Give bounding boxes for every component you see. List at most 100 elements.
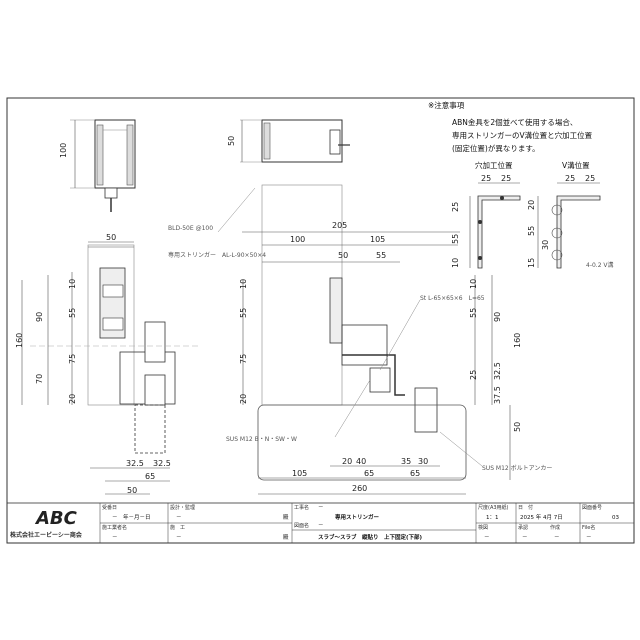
scale-label: 尺度(A3用紙) [478, 504, 509, 511]
dim-left-65: 65 [145, 472, 155, 481]
builder-label: 施 工 [170, 524, 185, 531]
dim-mid-50: 50 [338, 251, 348, 260]
dim-left-325b: 32.5 [153, 459, 171, 468]
v-dim-side-4: 15 [527, 258, 536, 268]
builder-value: － [176, 535, 182, 541]
design-value: － [176, 515, 182, 521]
contractor-value: － [112, 535, 118, 541]
dim-r-55: 55 [469, 308, 478, 318]
dim-mid-55: 55 [376, 251, 386, 260]
dim-b-35: 35 [401, 457, 411, 466]
drawing-no-value: 03 [612, 515, 619, 521]
dim-left-55: 55 [68, 308, 77, 318]
spec-name: スラブ〜スラブ 縦貼り 上下固定(下部) [318, 533, 423, 541]
v-dim-top-1: 25 [565, 174, 575, 183]
design-suffix: 殿 [283, 514, 289, 521]
file-value: － [586, 535, 592, 541]
dim-top-50: 50 [227, 136, 236, 146]
dim-b-105: 105 [292, 469, 307, 478]
order-date-label: 受番日 [102, 504, 117, 511]
label-stringer: 専用ストリンガー AL-L-90×50×4 [168, 251, 266, 259]
contractor-label: 施工業者名 [102, 524, 127, 531]
dim-left-325a: 32.5 [126, 459, 144, 468]
company-name: 株式会社エービーシー商会 [10, 531, 83, 539]
hole-title: 穴加工位置 [475, 160, 513, 170]
dim-left-75: 75 [68, 354, 77, 364]
notes-line2: 専用ストリンガーのV溝位置と穴加工位置 [452, 130, 593, 140]
dim-left-70: 70 [35, 374, 44, 384]
builder-suffix: 殿 [283, 534, 289, 541]
label-bolt: BLD-50E @100 [168, 225, 213, 232]
v-dim-side-1: 20 [527, 200, 536, 210]
drawing-name-value: － [318, 523, 324, 529]
dim-mid-75: 75 [239, 354, 248, 364]
hole-dim-side-3: 10 [451, 258, 460, 268]
approve-value: － [522, 535, 528, 541]
project-label: 工事名 [294, 504, 309, 511]
dim-r-25: 25 [469, 370, 478, 380]
product-name: 専用ストリンガー [335, 513, 380, 521]
v-dim-side-3: 30 [541, 240, 550, 250]
dim-b-65: 65 [364, 469, 374, 478]
dim-left-20: 20 [68, 394, 77, 404]
abc-logo: ABC [34, 508, 78, 529]
design-label: 設計・監理 [170, 504, 195, 511]
dim-left-10: 10 [68, 279, 77, 289]
draft-label: 作成 [550, 524, 560, 531]
dim-mid-205: 205 [332, 221, 347, 230]
dim-b-65b: 65 [410, 469, 420, 478]
dim-r-90: 90 [493, 312, 502, 322]
v-dim-side-2: 55 [527, 226, 536, 236]
label-angle: St L-65×65×6 L=65 [420, 295, 485, 302]
hole-dim-side-2: 55 [451, 234, 460, 244]
title-block: ABC [6, 502, 635, 544]
dim-r-325: 32.5 [493, 362, 502, 380]
v-dim-top-2: 25 [585, 174, 595, 183]
file-label: File名 [582, 524, 595, 531]
dim-b-260: 260 [352, 484, 367, 493]
dim-left-90: 90 [35, 312, 44, 322]
dim-b-20: 20 [342, 457, 352, 466]
dim-r-50: 50 [513, 422, 522, 432]
v-groove-label: 4-0.2 V溝 [586, 261, 614, 269]
dim-mid-55b: 55 [239, 308, 248, 318]
drawing-no-label: 図面番号 [582, 504, 602, 511]
notes-line3: (固定位置)が異なります。 [452, 143, 540, 153]
dim-left-100: 100 [59, 143, 68, 158]
dim-r-160: 160 [513, 333, 522, 348]
notes-line1: ABN金具を2個並べて使用する場合、 [452, 117, 577, 127]
left-stringer-section [70, 119, 136, 212]
notes-heading: ※注意事項 [428, 100, 465, 110]
check-label: 検図 [478, 524, 488, 531]
hole-dim-side-1: 25 [451, 202, 460, 212]
drawing-name-label: 図面名 [294, 522, 309, 529]
draft-value: － [554, 535, 560, 541]
v-title: V溝位置 [562, 160, 590, 170]
dim-mid-10: 10 [239, 279, 248, 289]
date-label: 日 付 [518, 504, 533, 511]
dim-b-40: 40 [356, 457, 366, 466]
notes-panel: ※注意事項 ABN金具を2個並べて使用する場合、 専用ストリンガーのV溝位置と穴… [428, 100, 601, 269]
dim-left-160: 160 [15, 333, 24, 348]
dim-mid-105: 105 [370, 235, 385, 244]
dim-mid-20: 20 [239, 394, 248, 404]
dim-r-375: 37.5 [493, 386, 502, 404]
check-value: － [484, 535, 490, 541]
approve-label: 承認 [518, 524, 528, 531]
left-elevation [21, 241, 200, 495]
hole-dim-top-2: 25 [501, 174, 511, 183]
project-value: － [318, 505, 324, 511]
scale-value: 1：1 [486, 515, 499, 521]
label-sus-bolt: SUS M12 B・N・SW・W [226, 436, 297, 443]
middle-elevation [242, 184, 511, 495]
dim-left-50: 50 [106, 233, 116, 242]
dim-mid-100: 100 [290, 235, 305, 244]
date-value: 2025 年 4月 7日 [520, 513, 563, 521]
dim-left-50b: 50 [127, 486, 137, 495]
label-anchor: SUS M12 ボルトアンカー [482, 464, 552, 472]
order-date-value: － 年－月－日 [112, 513, 151, 521]
top-stringer-profile [240, 119, 350, 163]
dim-b-30: 30 [418, 457, 428, 466]
hole-dim-top-1: 25 [481, 174, 491, 183]
